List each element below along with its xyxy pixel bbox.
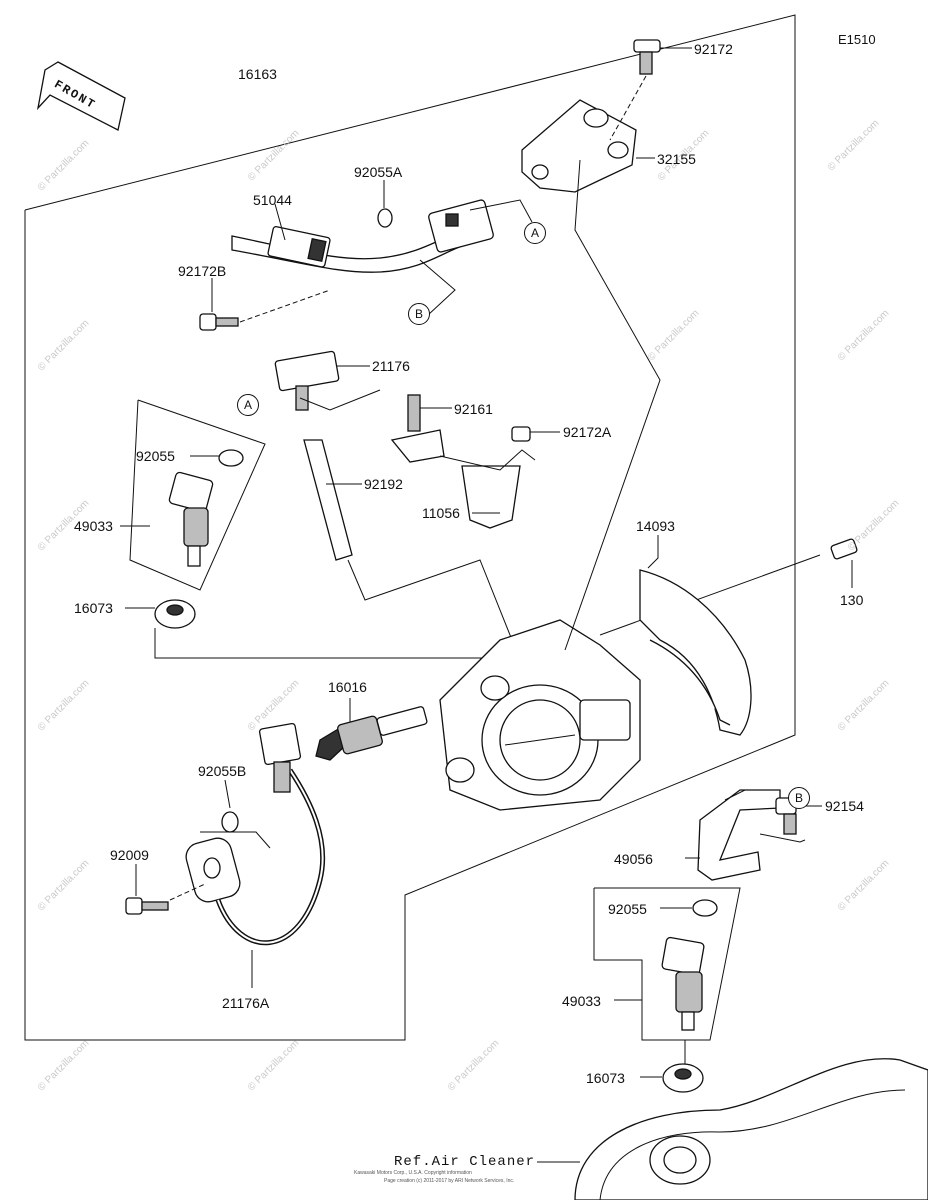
copyright-line-2: Page creation (c) 2011-2017 by ARI Netwo… (384, 1178, 515, 1184)
part-label-21176[interactable]: 21176 (372, 358, 410, 374)
hose-51044-shape (231, 225, 463, 273)
sensor-connector-upper-shape (428, 199, 494, 253)
part-label-92154[interactable]: 92154 (825, 798, 864, 814)
injector-49033-lower-shape (661, 936, 705, 1031)
bolt-92172B-shape (199, 313, 239, 331)
grommet-16073-lower-shape (662, 1063, 704, 1093)
part-label-92161[interactable]: 92161 (454, 401, 493, 417)
part-label-92055-lower[interactable]: 92055 (608, 901, 647, 917)
grommet-16073-upper-shape (154, 599, 196, 629)
part-label-49033-lower[interactable]: 49033 (562, 993, 601, 1009)
part-label-92009[interactable]: 92009 (110, 847, 149, 863)
joint-32155-shape (521, 99, 637, 193)
part-label-16073-lower[interactable]: 16073 (586, 1070, 625, 1086)
part-label-21176A[interactable]: 21176A (222, 995, 270, 1011)
part-label-51044[interactable]: 51044 (253, 192, 292, 208)
front-arrow-icon (36, 61, 126, 131)
bolt-92172A-shape (511, 426, 531, 442)
assembly-boundary (24, 14, 796, 1041)
part-label-92055-upper[interactable]: 92055 (136, 448, 175, 464)
valve-16016-shape (315, 706, 428, 761)
fitting-49056-shape (697, 789, 781, 881)
callout-b-right: B (788, 787, 810, 809)
air-cleaner-housing-shape (574, 1058, 928, 1200)
gasket-92055-lower-shape (692, 899, 718, 917)
part-label-11056[interactable]: 11056 (422, 505, 460, 521)
cover-14093-shape (639, 569, 752, 736)
callout-a-left: A (237, 394, 259, 416)
oring-92055B-shape (221, 811, 239, 833)
part-label-16016[interactable]: 16016 (328, 679, 367, 695)
sensor-21176-shape (274, 350, 340, 411)
part-label-92172B[interactable]: 92172B (178, 263, 227, 279)
callout-b-upper: B (408, 303, 430, 325)
bolt-130-shape (830, 538, 858, 560)
bracket-11056-shape (461, 465, 521, 529)
gasket-92055-upper-shape (218, 449, 244, 467)
tube-92192-shape (303, 439, 353, 561)
callout-a-upper: A (524, 222, 546, 244)
part-label-16163[interactable]: 16163 (238, 66, 277, 82)
copyright-line-1: Kawasaki Motors Corp., U.S.A. Copyright … (354, 1170, 472, 1176)
part-label-92172[interactable]: 92172 (694, 41, 733, 57)
part-label-49033-upper[interactable]: 49033 (74, 518, 113, 534)
part-label-14093[interactable]: 14093 (636, 518, 675, 534)
throttle-body-shape (439, 619, 641, 811)
bolt-92009-shape (125, 897, 169, 915)
part-label-32155[interactable]: 32155 (657, 151, 696, 167)
bolt-92172-shape (633, 39, 661, 75)
part-label-92192[interactable]: 92192 (364, 476, 403, 492)
part-label-92172A[interactable]: 92172A (563, 424, 612, 440)
oring-92055A-shape (377, 208, 393, 228)
diagram-code: E1510 (838, 32, 876, 47)
part-label-130[interactable]: 130 (840, 592, 864, 608)
injector-49033-upper-shape (168, 471, 214, 567)
part-label-92055A[interactable]: 92055A (354, 164, 403, 180)
part-label-16073-upper[interactable]: 16073 (74, 600, 113, 616)
part-label-92055B[interactable]: 92055B (198, 763, 247, 779)
reference-note: Ref.Air Cleaner (394, 1154, 536, 1170)
sensor-21176A-shape (185, 722, 326, 946)
part-label-49056[interactable]: 49056 (614, 851, 653, 867)
fitting-92161-shape (390, 394, 445, 463)
